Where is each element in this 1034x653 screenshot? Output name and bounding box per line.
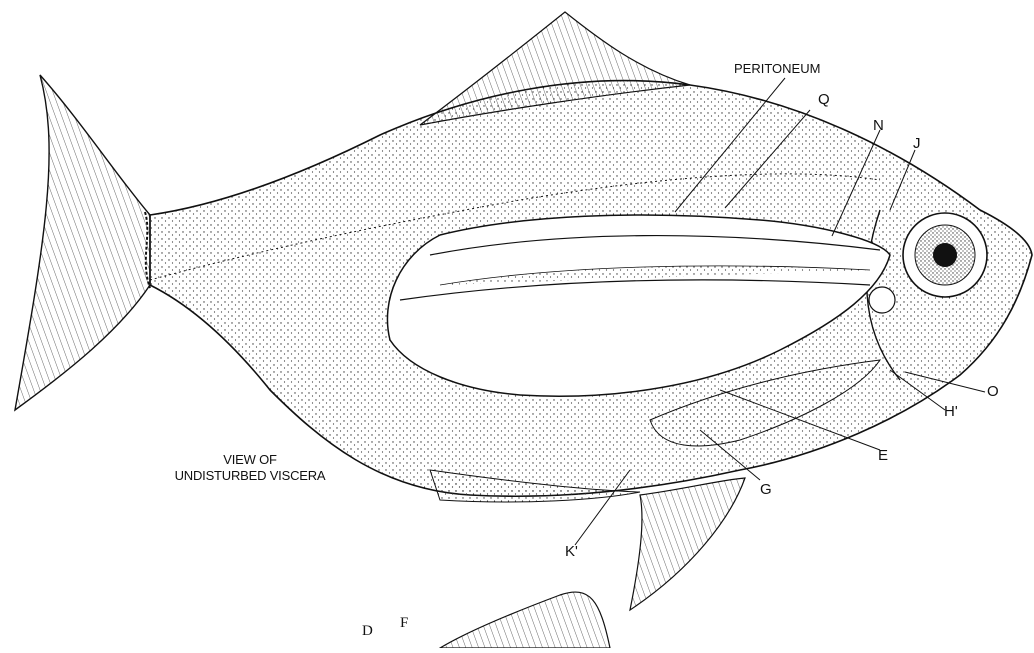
label-d: D	[362, 624, 373, 639]
label-n: N	[873, 118, 884, 133]
caption-line-1: VIEW OF	[130, 452, 370, 468]
second-fish-partial	[440, 592, 610, 648]
view-caption: VIEW OF UNDISTURBED VISCERA	[130, 452, 370, 484]
label-j: J	[913, 136, 921, 151]
label-o: O	[987, 384, 999, 399]
caption-line-2: UNDISTURBED VISCERA	[130, 468, 370, 484]
label-f: F	[400, 616, 408, 631]
pelvic-fin	[630, 478, 745, 610]
label-k-prime: K'	[565, 544, 578, 559]
label-q: Q	[818, 92, 830, 107]
label-g: G	[760, 482, 772, 497]
label-peritoneum: PERITONEUM	[734, 62, 820, 75]
caudal-fin	[15, 75, 150, 410]
label-e: E	[878, 448, 888, 463]
label-h-prime: H'	[944, 404, 958, 419]
